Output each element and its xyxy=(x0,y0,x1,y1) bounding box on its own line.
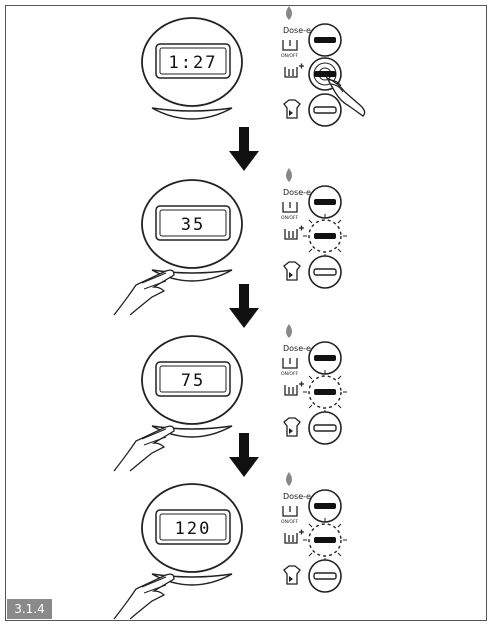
dose-label: Dose-e xyxy=(283,492,311,501)
eco-leaf-icon xyxy=(286,324,292,338)
step-1: 1:27 Dose-e ON/OFF xyxy=(0,0,492,140)
prewash-plus-icon xyxy=(284,529,304,544)
figure-number-tag: 3.1.4 xyxy=(7,599,52,619)
arrow-down-icon xyxy=(229,433,259,477)
button-panel: Dose-e ON/OFF xyxy=(281,168,347,289)
detergent-icon xyxy=(282,40,298,51)
hand-turning-dial-icon xyxy=(113,573,175,620)
prewash-plus-icon xyxy=(284,63,304,78)
shirt-icon xyxy=(283,99,301,119)
eco-leaf-icon xyxy=(286,168,292,182)
dose-label: Dose-e xyxy=(283,188,311,197)
shirt-icon xyxy=(283,565,301,585)
shirt-icon xyxy=(283,261,301,281)
lcd-readout: 1:27 xyxy=(169,53,218,73)
lcd-readout: 120 xyxy=(175,519,212,539)
prewash-plus-icon xyxy=(284,225,304,240)
lcd-readout: 75 xyxy=(181,371,205,391)
button-panel: Dose-e ON/OFF xyxy=(281,6,366,127)
display-dial: 120 xyxy=(141,483,243,586)
step-3: 75 Dose-e ON/OFF xyxy=(0,318,492,472)
hand-turning-dial-icon xyxy=(113,425,175,472)
display-dial: 75 xyxy=(141,335,243,438)
shirt-icon xyxy=(283,417,301,437)
lcd-readout: 35 xyxy=(181,215,205,235)
onoff-label: ON/OFF xyxy=(281,371,299,377)
display-dial: 35 xyxy=(141,179,243,282)
eco-leaf-icon xyxy=(286,472,292,486)
detergent-icon xyxy=(282,506,298,517)
onoff-label: ON/OFF xyxy=(281,519,299,525)
arrow-down-icon xyxy=(229,284,259,328)
detergent-icon xyxy=(282,202,298,213)
step-4: 120 Dose-e ON/OFF xyxy=(0,466,492,620)
button-panel: Dose-e ON/OFF xyxy=(281,472,347,593)
prewash-plus-icon xyxy=(284,381,304,396)
step-2: 35 Dose-e ON/OFF xyxy=(0,162,492,316)
dose-label: Dose-e xyxy=(283,26,311,35)
onoff-label: ON/OFF xyxy=(281,215,299,221)
figure-frame xyxy=(5,5,487,621)
onoff-label: ON/OFF xyxy=(281,53,299,59)
detergent-icon xyxy=(282,358,298,369)
arrow-down-icon xyxy=(229,127,259,171)
dose-label: Dose-e xyxy=(283,344,311,353)
display-dial: 1:27 xyxy=(141,17,243,120)
button-panel: Dose-e ON/OFF xyxy=(281,324,347,445)
hand-turning-dial-icon xyxy=(113,269,175,316)
eco-leaf-icon xyxy=(286,6,292,20)
hand-pressing-icon xyxy=(325,76,366,117)
